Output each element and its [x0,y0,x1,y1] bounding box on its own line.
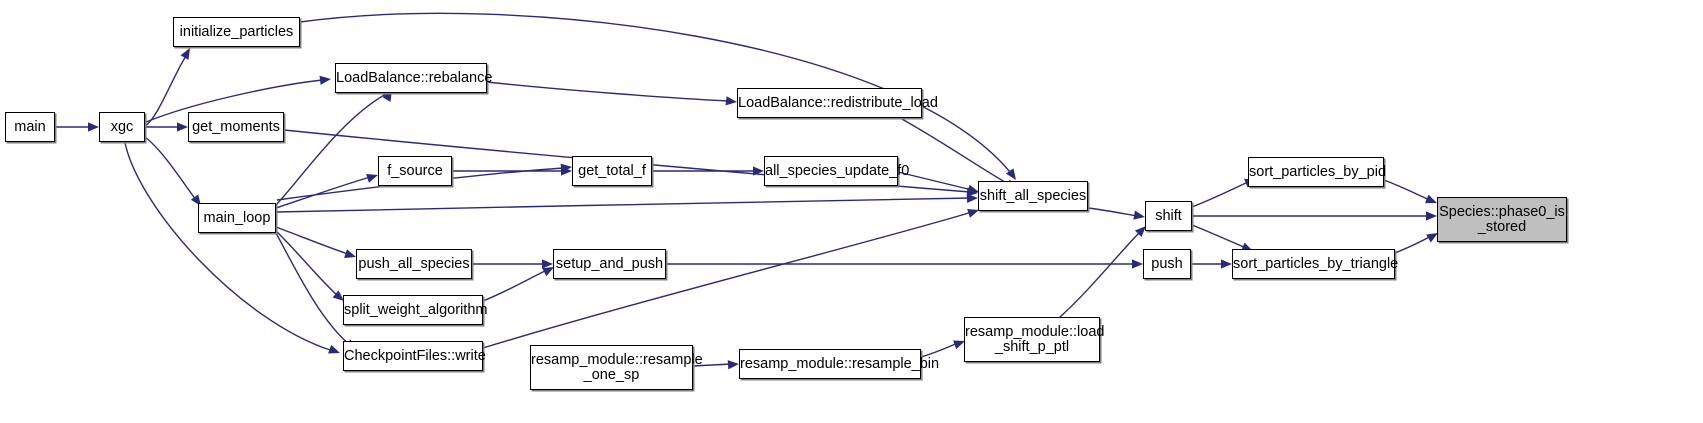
node-label-checkpointfiles_write: CheckpointFiles::write [344,347,486,364]
edge-main_loop-to-push_all_species [275,226,356,258]
node-label-all_species_update_f0: all_species_update_f0 [765,162,910,179]
edge-main_loop-to-f_source [275,174,378,209]
node-get_moments[interactable]: get_moments [188,112,284,142]
node-label-loadbalance_rebalance: LoadBalance::rebalance [336,69,493,86]
node-label-species_phase0_is_stored: Species::phase0_is _stored [1439,203,1565,235]
node-label-loadbalance_redistribute_load: LoadBalance::redistribute_load [738,94,938,111]
node-f_source[interactable]: f_source [378,156,452,186]
node-push_all_species[interactable]: push_all_species [356,249,472,279]
node-load_shift_p_ptl[interactable]: resamp_module::load _shift_p_ptl [964,317,1105,362]
edge-sort_particles_by_triangle-to-species_phase0_is_stored [1394,233,1438,254]
edge-xgc-to-initialize_particles [144,48,190,127]
node-label-shift: shift [1155,207,1182,224]
edge-push-to-sort_particles_by_triangle [1191,259,1232,269]
edge-xgc-to-get_moments [145,122,188,132]
node-label-initialize_particles: initialize_particles [179,23,294,40]
edge-main_loop-to-checkpointfiles_write [275,232,356,350]
edge-shift-to-species_phase0_is_stored [1192,211,1437,221]
node-label-shift_all_species: shift_all_species [979,187,1087,204]
node-label-resample_one_sp: resamp_module::resample _one_sp [531,351,703,383]
node-all_species_update_f0[interactable]: all_species_update_f0 [764,156,910,186]
node-label-push: push [1151,255,1183,272]
edge-main_loop-to-loadbalance_rebalance [275,90,392,206]
node-loadbalance_redistribute_load[interactable]: LoadBalance::redistribute_load [737,88,938,118]
edge-get_total_f-to-all_species_update_f0 [652,166,764,176]
node-split_weight_algorithm[interactable]: split_weight_algorithm [343,295,488,325]
edge-all_species_update_f0-to-shift_all_species [897,171,979,194]
node-label-get_moments: get_moments [192,118,280,135]
node-sort_particles_by_triangle[interactable]: sort_particles_by_triangle [1232,249,1399,279]
node-get_total_f[interactable]: get_total_f [572,156,652,186]
node-initialize_particles[interactable]: initialize_particles [173,17,300,47]
node-label-resample_bin: resamp_module::resample_bin [740,355,940,372]
node-label-push_all_species: push_all_species [358,255,470,272]
node-label-main: main [14,118,46,135]
edge-xgc-to-main_loop [144,136,201,206]
edge-setup_and_push-to-push [666,259,1143,269]
node-sort_particles_by_pid[interactable]: sort_particles_by_pid [1248,157,1387,187]
node-label-sort_particles_by_pid: sort_particles_by_pid [1249,163,1387,180]
node-species_phase0_is_stored[interactable]: Species::phase0_is _stored [1437,197,1567,242]
edge-main_loop-to-shift_all_species [275,193,978,213]
edge-shift_all_species-to-shift [1087,207,1145,220]
node-resample_one_sp[interactable]: resamp_module::resample _one_sp [530,345,703,390]
node-shift_all_species[interactable]: shift_all_species [978,181,1088,211]
node-push[interactable]: push [1143,249,1191,279]
node-checkpointfiles_write[interactable]: CheckpointFiles::write [343,341,486,371]
node-label-f_source: f_source [387,162,443,179]
node-label-setup_and_push: setup_and_push [555,255,664,272]
edge-split_weight_algorithm-to-setup_and_push [482,267,554,302]
node-label-split_weight_algorithm: split_weight_algorithm [344,301,488,318]
node-resample_bin[interactable]: resamp_module::resample_bin [739,349,940,379]
edge-load_shift_p_ptl-to-shift [1059,226,1146,318]
node-label-main_loop: main_loop [203,209,271,226]
edge-xgc-to-checkpointfiles_write [124,142,340,354]
edge-sort_particles_by_pid-to-species_phase0_is_stored [1383,179,1437,204]
node-main[interactable]: main [5,112,55,142]
node-label-sort_particles_by_triangle: sort_particles_by_triangle [1233,255,1399,272]
node-shift[interactable]: shift [1145,201,1192,231]
node-loadbalance_rebalance[interactable]: LoadBalance::rebalance [335,63,493,93]
edge-loadbalance_rebalance-to-loadbalance_redistribute_load [486,81,737,106]
edge-f_source-to-get_total_f [452,166,572,176]
node-label-xgc: xgc [110,118,134,135]
edge-main-to-xgc [55,122,99,132]
edge-main_loop-to-split_weight_algorithm [275,230,344,301]
edge-resample_bin-to-load_shift_p_ptl [920,340,965,358]
edge-push_all_species-to-setup_and_push [472,259,553,269]
node-label-load_shift_p_ptl: resamp_module::load _shift_p_ptl [965,323,1105,355]
node-setup_and_push[interactable]: setup_and_push [553,249,666,279]
node-xgc[interactable]: xgc [99,112,145,142]
node-label-get_total_f: get_total_f [578,162,646,179]
node-main_loop[interactable]: main_loop [198,203,276,233]
